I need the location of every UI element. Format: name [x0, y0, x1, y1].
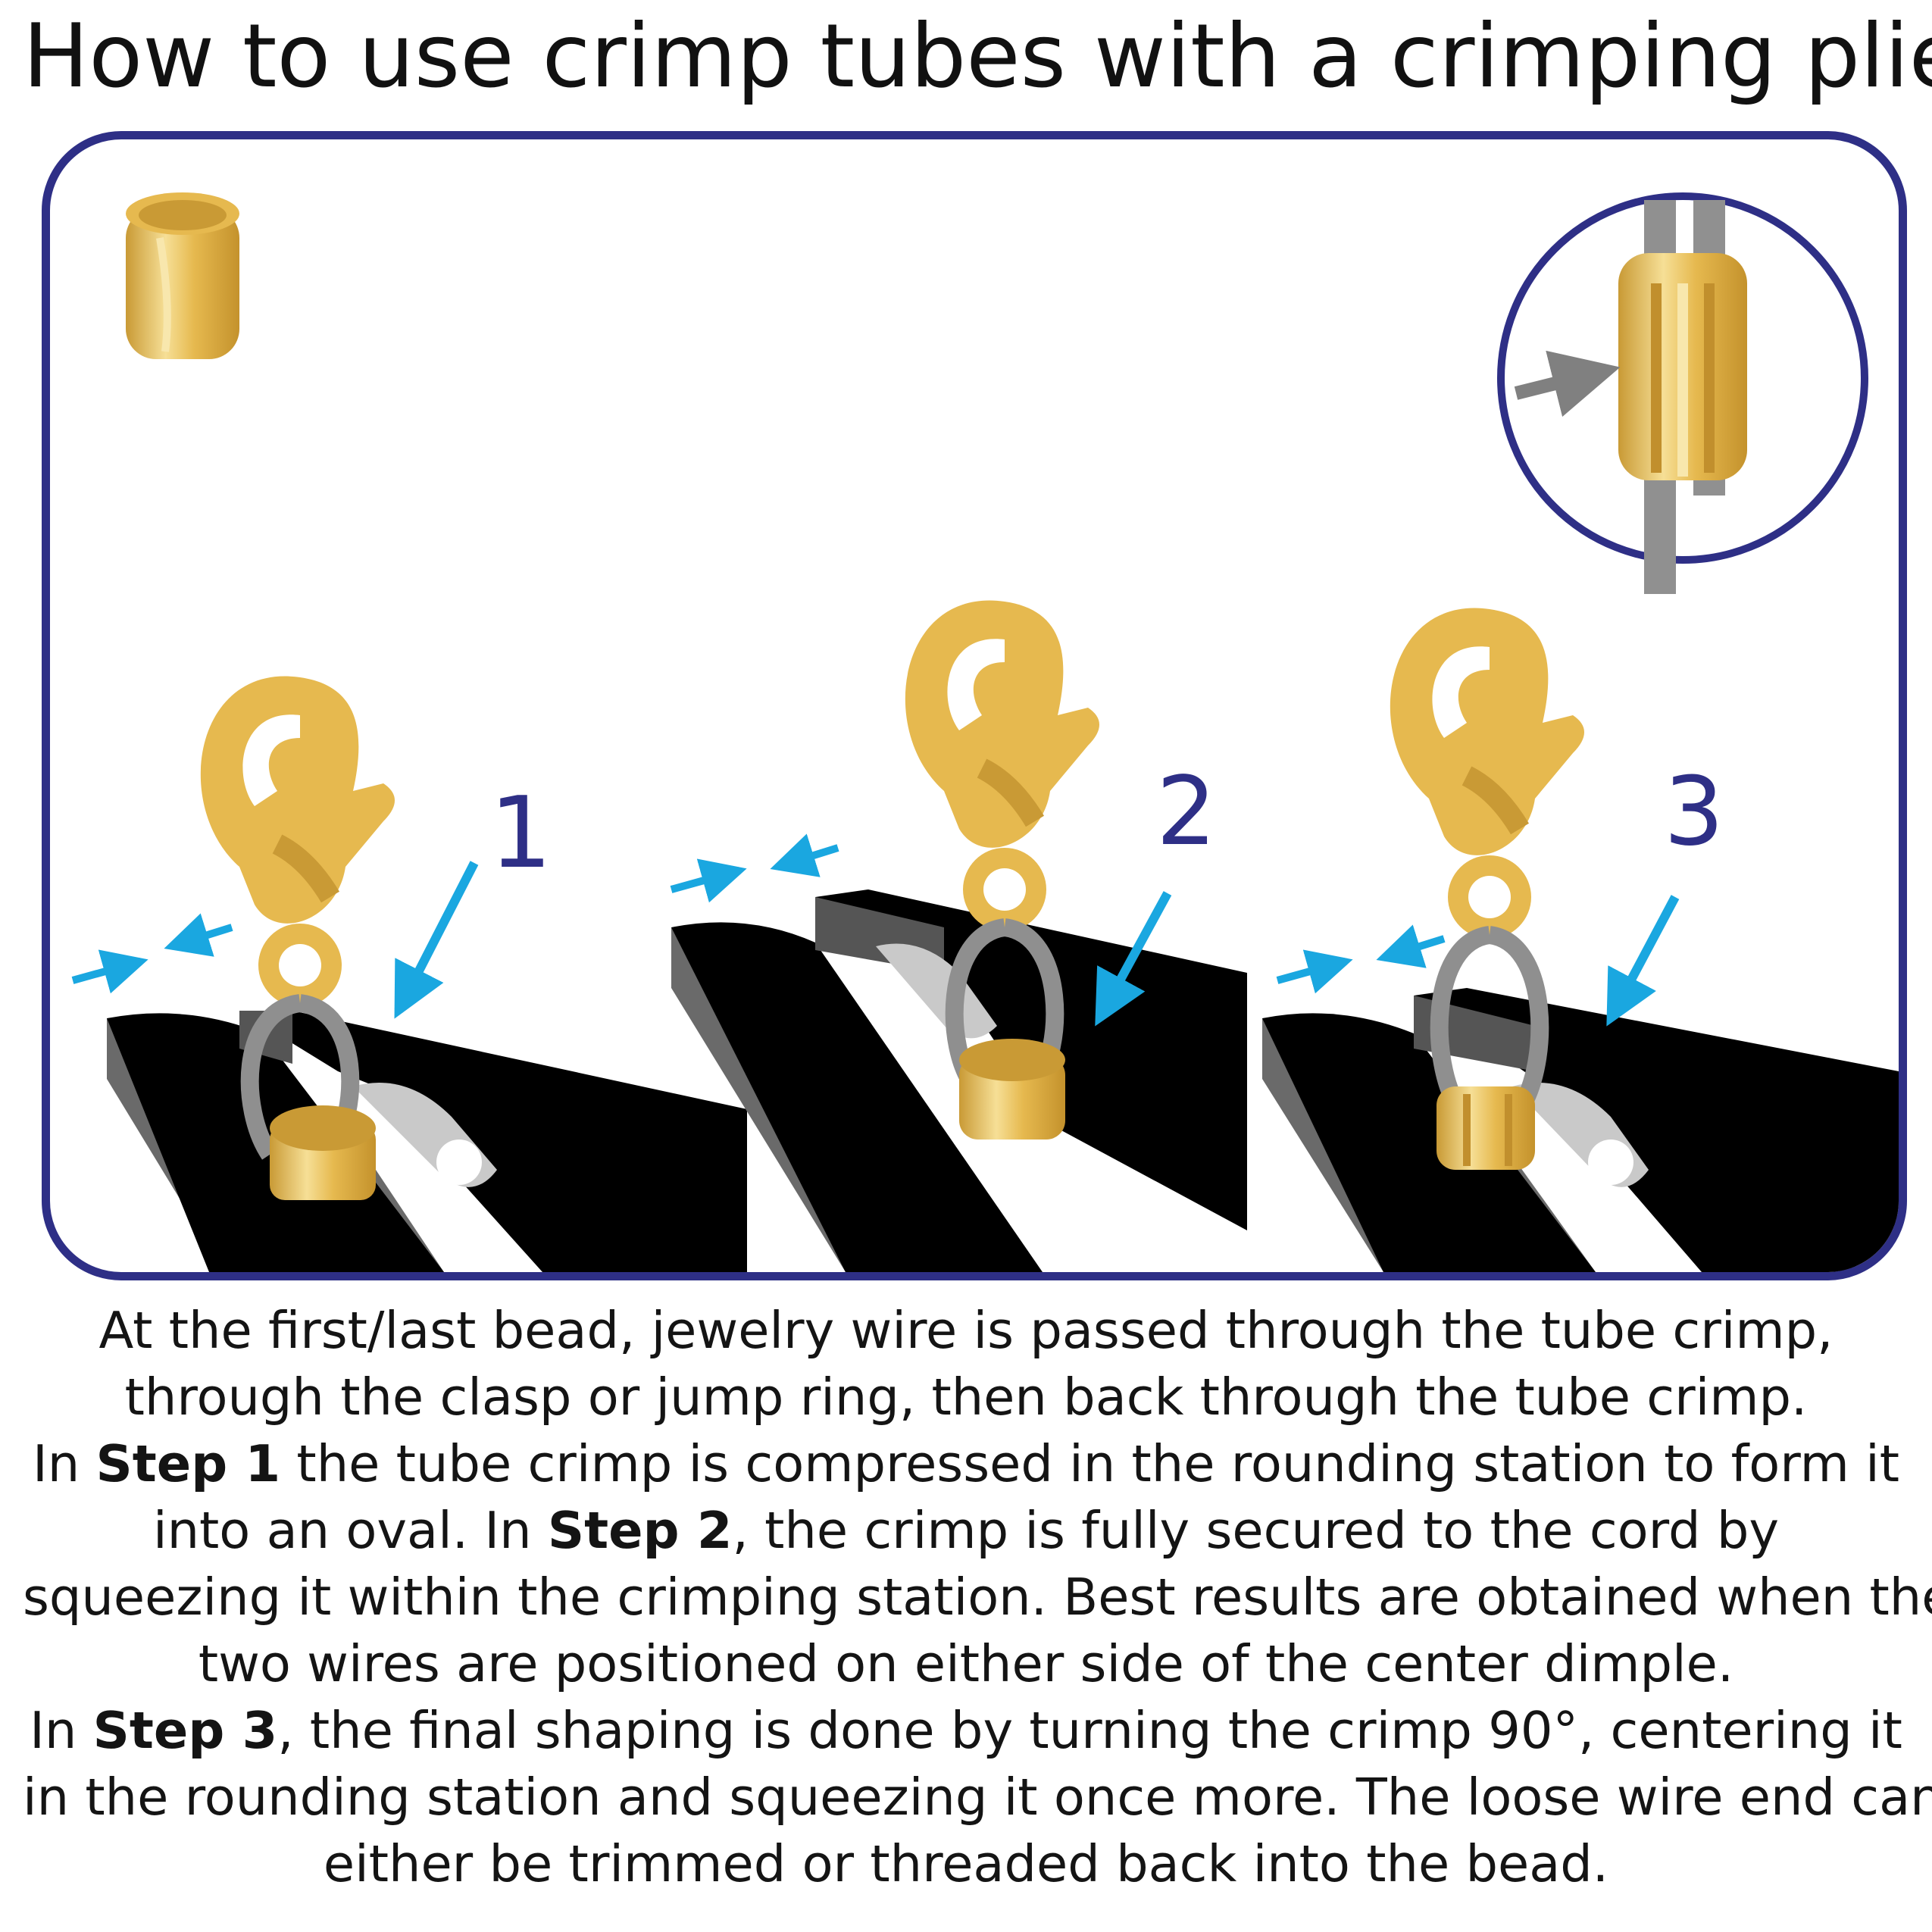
text-run: into an oval. In: [152, 1501, 548, 1560]
text-run: , the crimp is fully secured to the cord…: [732, 1501, 1780, 1560]
step1-scene: 1: [71, 676, 747, 1272]
arrow-icon: [394, 861, 479, 1019]
arrow-icon: [1095, 891, 1172, 1027]
crimp-tube-icon: [126, 192, 239, 359]
arrow-icon: [770, 833, 839, 877]
description-line: squeezing it within the crimping station…: [23, 1568, 1932, 1627]
crimp-tube-in-plier: [270, 1105, 376, 1200]
description-line: two wires are positioned on either side …: [198, 1634, 1734, 1693]
description-line: In Step 1 the tube crimp is compressed i…: [23, 1430, 1909, 1497]
description: At the first/last bead, jewelry wire is …: [23, 1297, 1932, 1897]
description-line: At the first/last bead, jewelry wire is …: [98, 1301, 1834, 1360]
plier-jaw-icon: [107, 1011, 747, 1272]
lobster-clasp-icon: [905, 600, 1099, 931]
description-line: into an oval. In Step 2, the crimp is fu…: [23, 1497, 1909, 1564]
description-line: through the clasp or jump ring, then bac…: [124, 1368, 1808, 1427]
step1-label: 1: [489, 775, 552, 890]
description-line: In Step 3, the final shaping is done by …: [23, 1697, 1909, 1764]
step2-emphasis: Step 2: [547, 1501, 733, 1560]
crimp-tube-in-plier: [1436, 1086, 1535, 1170]
text-run: the tube crimp is compressed in the roun…: [280, 1434, 1900, 1493]
step2-scene: 2: [670, 600, 1247, 1272]
description-line: either be trimmed or threaded back into …: [323, 1834, 1609, 1893]
illustration-canvas: 1 2: [71, 192, 1899, 1272]
plier-jaw-icon: [1262, 988, 1899, 1272]
lobster-clasp-icon: [1390, 608, 1584, 939]
text-run: In: [32, 1434, 96, 1493]
page-title: How to use crimp tubes with a crimping p…: [23, 5, 1932, 108]
arrow-icon: [71, 949, 148, 994]
step3-emphasis: Step 3: [92, 1701, 278, 1760]
step3-scene: 3: [1262, 608, 1899, 1272]
arrow-icon: [670, 858, 747, 903]
step2-label: 2: [1156, 757, 1217, 867]
crimp-tube-in-plier: [959, 1039, 1065, 1140]
arrow-icon: [1276, 949, 1353, 994]
text-run: In: [30, 1701, 93, 1760]
arrow-icon: [1376, 924, 1446, 968]
illustration-panel: 1 2: [42, 131, 1907, 1280]
lobster-clasp-icon: [200, 676, 395, 1007]
magnifier-detail-icon: [1497, 192, 1868, 594]
arrow-icon: [164, 913, 233, 957]
step3-label: 3: [1664, 757, 1724, 867]
step1-emphasis: Step 1: [95, 1434, 281, 1493]
text-run: , the final shaping is done by turning t…: [277, 1701, 1902, 1760]
description-line: in the rounding station and squeezing it…: [23, 1768, 1932, 1827]
arrow-icon: [1606, 895, 1680, 1027]
